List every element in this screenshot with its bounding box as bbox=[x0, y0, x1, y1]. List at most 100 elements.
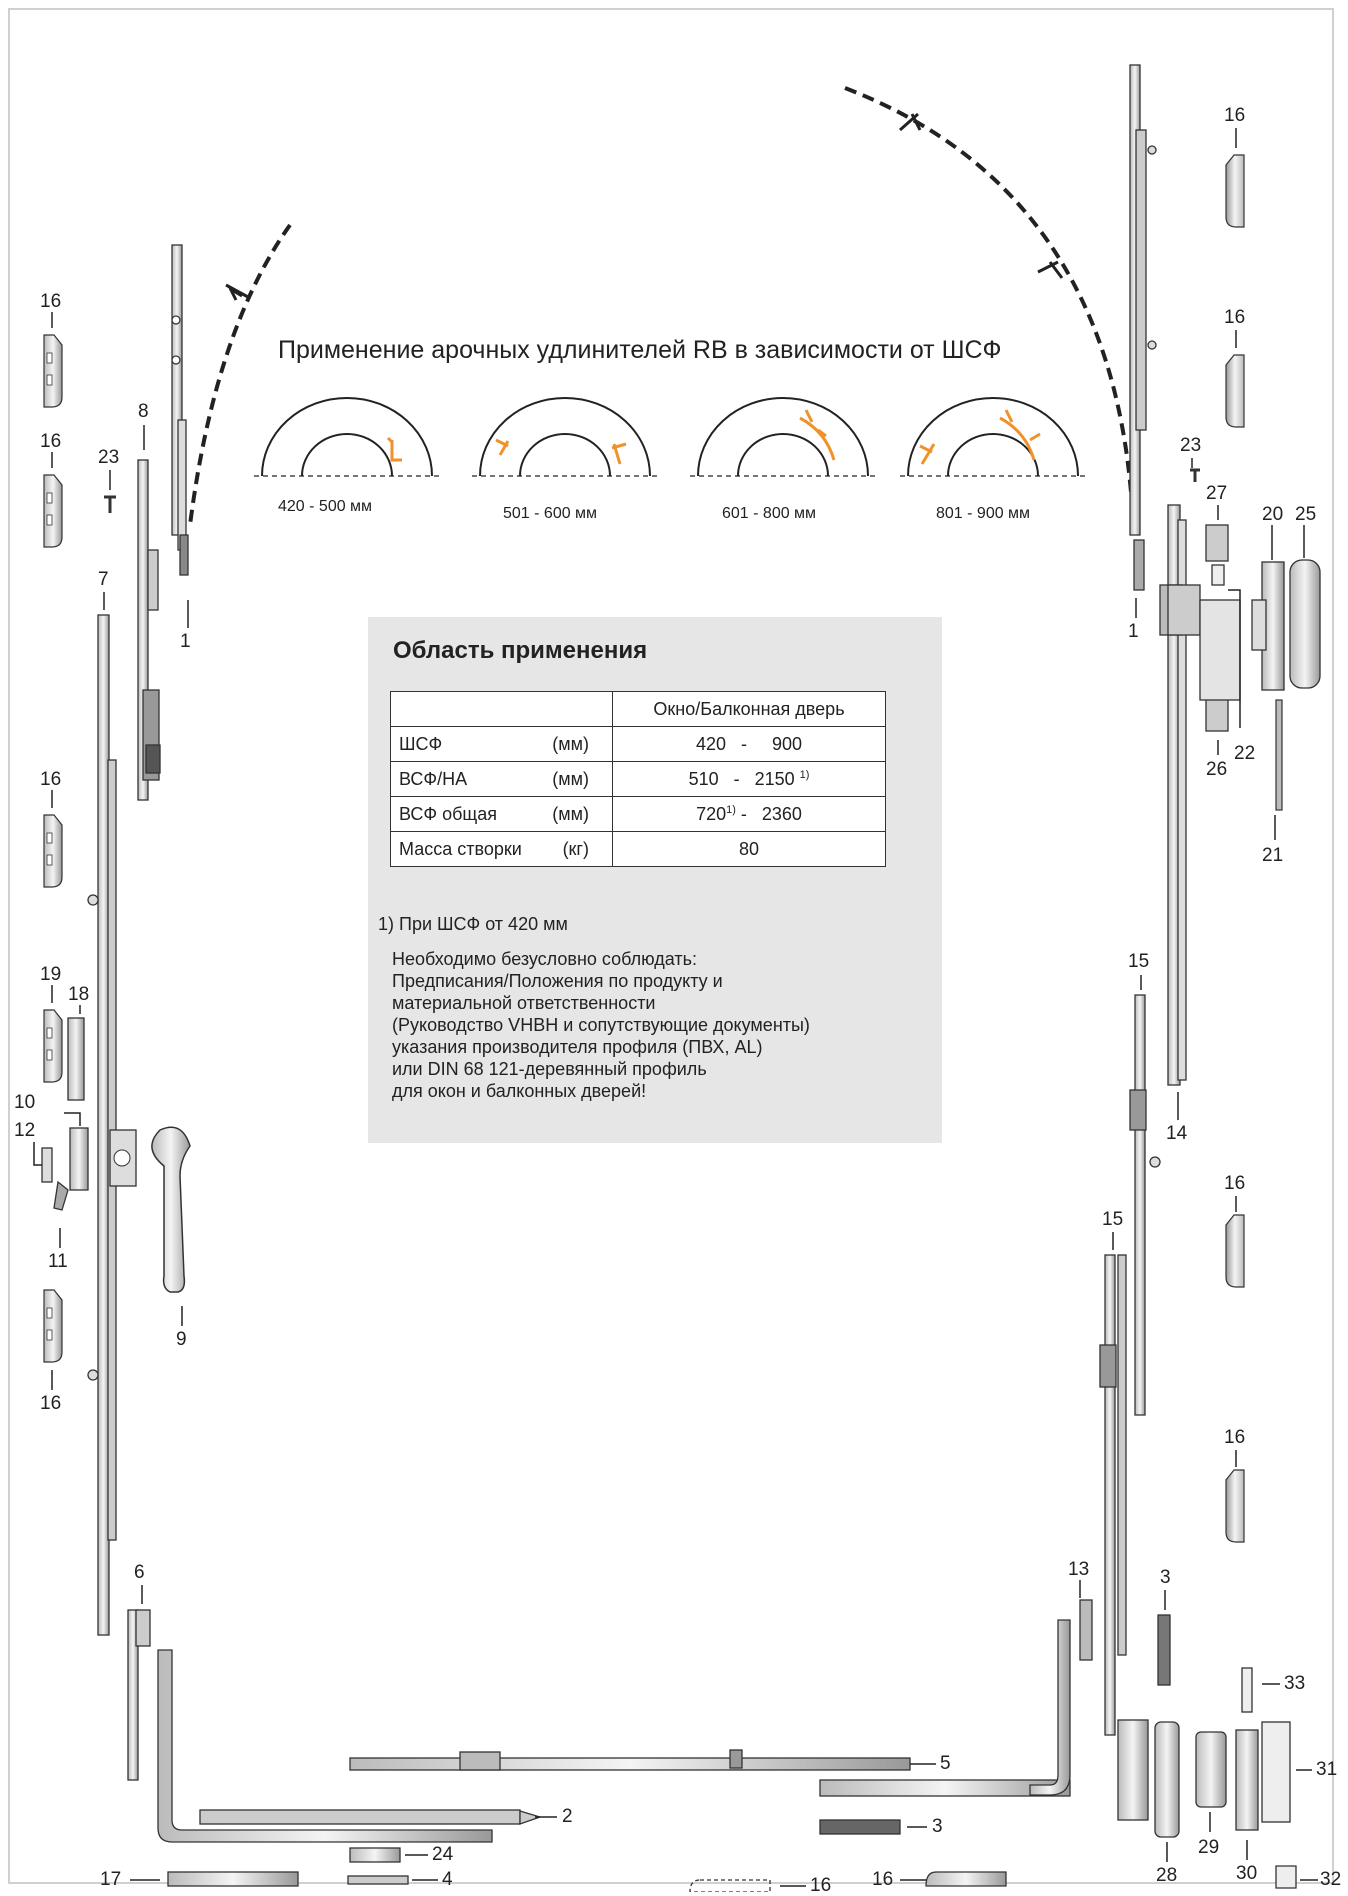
callout-16: 16 bbox=[1224, 1173, 1246, 1194]
handle-9 bbox=[151, 1126, 191, 1293]
callout-3-right: 3 bbox=[1160, 1567, 1171, 1588]
table-row: Окно/Балконная дверь bbox=[390, 691, 886, 727]
callout-28: 28 bbox=[1156, 1865, 1178, 1886]
part-16-bottom-a bbox=[689, 1879, 771, 1892]
row-unit: (кг) bbox=[562, 838, 589, 859]
callout-23-right: 23 bbox=[1180, 435, 1202, 456]
callout-15-b: 15 bbox=[1102, 1209, 1124, 1230]
arch-range-4: 801 - 900 мм bbox=[936, 505, 1031, 522]
callout-20: 20 bbox=[1262, 504, 1284, 525]
keeper-19 bbox=[43, 1009, 63, 1083]
arch-curve-right bbox=[844, 86, 1134, 506]
table-row: ШСФ(мм) 420 - 900 bbox=[390, 726, 886, 762]
callout-17: 17 bbox=[100, 1869, 122, 1890]
callout-16: 16 bbox=[1224, 307, 1246, 328]
callout-5: 5 bbox=[940, 1753, 951, 1774]
keeper-16-a bbox=[43, 334, 63, 408]
part-17 bbox=[167, 1871, 299, 1887]
callout-2: 2 bbox=[562, 1806, 573, 1827]
left-top-bar bbox=[171, 244, 189, 576]
part-22 bbox=[1211, 564, 1225, 586]
callout-9: 9 bbox=[176, 1329, 187, 1350]
right-top-bar bbox=[1129, 64, 1157, 591]
spec-table: Окно/Балконная дверь ШСФ(мм) 420 - 900 В… bbox=[390, 691, 886, 867]
callout-1-right: 1 bbox=[1128, 621, 1139, 642]
arch-range-2: 501 - 600 мм bbox=[503, 505, 598, 522]
hinge-body-bottom bbox=[1117, 1719, 1149, 1821]
part-10 bbox=[69, 1127, 89, 1191]
part-16-bottom-b bbox=[925, 1871, 1007, 1887]
row-label: ВСФ общая bbox=[399, 803, 497, 824]
arch-title: Применение арочных удлинителей RB в зави… bbox=[278, 336, 1002, 364]
part-28 bbox=[1154, 1721, 1180, 1838]
part-29 bbox=[1195, 1731, 1227, 1808]
callout-21: 21 bbox=[1262, 845, 1284, 866]
left-bar-7 bbox=[87, 614, 117, 1636]
row-unit: (мм) bbox=[552, 803, 589, 824]
footnote-mark: 1) bbox=[726, 803, 736, 816]
left-bottom-bar-6 bbox=[127, 1609, 151, 1781]
callout-16: 16 bbox=[40, 291, 62, 312]
callout-16: 16 bbox=[1224, 105, 1246, 126]
callout-22: 22 bbox=[1234, 743, 1256, 764]
screw-23-right bbox=[1190, 468, 1200, 482]
part-12 bbox=[41, 1147, 53, 1183]
keeper-16-r1 bbox=[1225, 154, 1245, 228]
footnote-mark: 1) bbox=[799, 768, 810, 781]
application-panel: Область применения Окно/Балконная дверь … bbox=[368, 617, 942, 1143]
callout-19: 19 bbox=[40, 964, 62, 985]
part-3-bottom bbox=[819, 1819, 901, 1835]
callout-8: 8 bbox=[138, 401, 149, 422]
arch-curve-left bbox=[188, 223, 292, 526]
callout-26: 26 bbox=[1206, 759, 1228, 780]
hinge-20 bbox=[1251, 561, 1285, 691]
callout-4: 4 bbox=[442, 1869, 453, 1890]
table-row: Масса створки(кг) 80 bbox=[390, 831, 886, 867]
drawing-frame bbox=[8, 8, 1334, 1884]
keeper-16-r3 bbox=[1225, 1214, 1245, 1288]
callout-29: 29 bbox=[1198, 1837, 1220, 1858]
arch-diagram-4 bbox=[900, 397, 1086, 477]
row-value: 720 bbox=[696, 803, 727, 824]
row-value: 420 - 900 bbox=[695, 733, 803, 754]
callout-12: 12 bbox=[14, 1120, 36, 1141]
notice-text: Необходимо безусловно соблюдать: Предпис… bbox=[392, 949, 810, 1101]
part-18 bbox=[67, 1017, 85, 1101]
row-unit: (мм) bbox=[552, 733, 589, 754]
arch-range-3: 601 - 800 мм bbox=[722, 505, 817, 522]
row-value: 80 bbox=[738, 838, 760, 859]
keeper-16-r2 bbox=[1225, 354, 1245, 428]
keeper-16-d bbox=[43, 1289, 63, 1363]
table-header: Окно/Балконная дверь bbox=[612, 691, 886, 727]
callout-24: 24 bbox=[432, 1844, 454, 1865]
part-31 bbox=[1261, 1721, 1291, 1823]
callout-33: 33 bbox=[1284, 1673, 1306, 1694]
screw-23-left bbox=[104, 495, 116, 513]
part-32 bbox=[1275, 1865, 1297, 1889]
table-row: ВСФ общая (мм) 7201) - 2360 bbox=[390, 796, 886, 832]
callout-15: 15 bbox=[1128, 951, 1150, 972]
callout-14: 14 bbox=[1166, 1123, 1188, 1144]
arch-diagram-1 bbox=[254, 397, 440, 477]
row-label: ВСФ/НА bbox=[399, 768, 468, 789]
part-4 bbox=[347, 1875, 409, 1885]
callout-11: 11 bbox=[48, 1251, 68, 1272]
arch-range-1: 420 - 500 мм bbox=[278, 498, 373, 515]
callout-25: 25 bbox=[1295, 504, 1317, 525]
keeper-16-c bbox=[43, 814, 63, 888]
callout-16: 16 bbox=[40, 431, 62, 452]
callout-16: 16 bbox=[810, 1875, 832, 1896]
part-33 bbox=[1241, 1667, 1253, 1713]
pin-21 bbox=[1275, 699, 1283, 811]
footnote: 1) При ШСФ от 420 мм bbox=[378, 914, 568, 934]
callout-13: 13 bbox=[1068, 1559, 1090, 1580]
table-row: ВСФ/НА(мм) 510 - 2150 1) bbox=[390, 761, 886, 797]
row-value-after: - 2360 bbox=[735, 803, 802, 824]
callout-16: 16 bbox=[1224, 1427, 1246, 1448]
right-bar-15a bbox=[1129, 994, 1161, 1416]
hinge-assembly-right bbox=[1167, 584, 1241, 701]
callout-16: 16 bbox=[872, 1869, 894, 1890]
callout-31: 31 bbox=[1316, 1759, 1338, 1780]
part-3-right bbox=[1157, 1614, 1171, 1686]
